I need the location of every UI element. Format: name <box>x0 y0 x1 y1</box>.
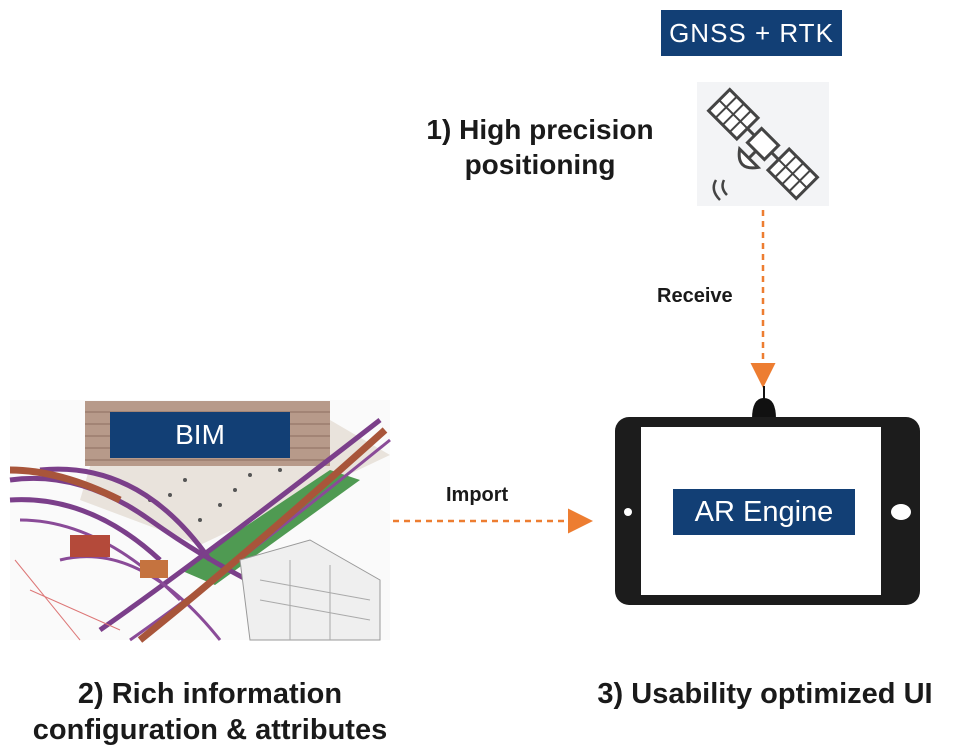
import-label: Import <box>446 484 509 506</box>
bim-title: 2) Rich information configuration & attr… <box>10 676 410 749</box>
bim-badge: BIM <box>110 412 290 458</box>
receive-label: Receive <box>657 285 733 307</box>
gnss-rtk-badge: GNSS + RTK <box>661 10 842 56</box>
bim-title-line1: 2) Rich information <box>77 678 343 710</box>
bim-title-line2: configuration & attributes <box>32 714 388 747</box>
satellite-title-line2: positioning <box>464 149 616 180</box>
satellite-icon <box>697 82 829 206</box>
satellite-title-line1: 1) High precision <box>426 114 654 145</box>
tablet-camera <box>624 508 632 516</box>
ar-engine-badge: AR Engine <box>673 489 855 535</box>
satellite-title: 1) High precision positioning <box>405 112 675 182</box>
tablet-title: 3) Usability optimized UI <box>597 678 933 710</box>
tablet-home-button <box>891 504 911 520</box>
